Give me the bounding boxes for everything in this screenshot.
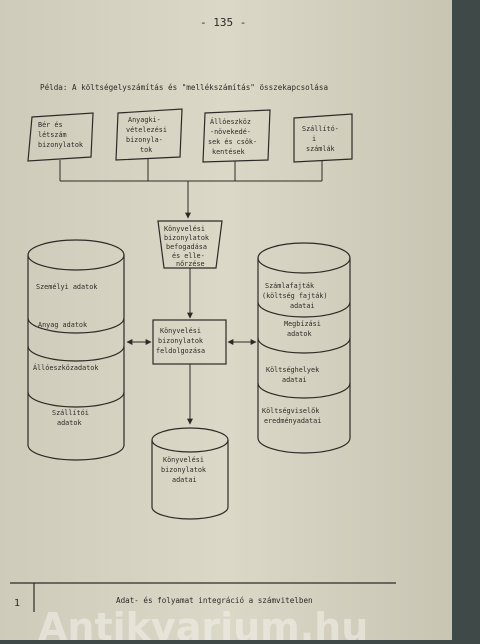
footer-text: Adat- és folyamat integráció a számvitel… bbox=[116, 596, 313, 605]
left-data-store bbox=[27, 239, 125, 461]
source-label-alloeszkoz: Állóeszköz -növekedé- sek és csök- kenté… bbox=[208, 117, 261, 156]
right-store-item-2: Megbízási adatok bbox=[284, 320, 325, 338]
watermark: Antikvarium.hu bbox=[38, 605, 368, 640]
source-label-ber: Bér és létszám bizonylatok bbox=[38, 121, 83, 149]
right-store-item-4: Költségviselők eredményadatai bbox=[262, 406, 323, 425]
output-data-store bbox=[151, 427, 229, 520]
check-step-label: Könyvelési bizonylatok befogadása és ell… bbox=[164, 225, 213, 268]
left-store-item-3: Állóeszközadatok bbox=[33, 363, 98, 372]
process-label: Könyvelési bizonylatok feldolgozása bbox=[156, 327, 207, 355]
right-store-item-1: Számlafajták (költség fajták) adatai bbox=[262, 282, 332, 310]
source-documents: Bér és létszám bizonylatok Anyagki- véte… bbox=[27, 108, 353, 163]
left-store-item-1: Személyi adatok bbox=[36, 283, 97, 291]
source-box-ber bbox=[27, 112, 94, 162]
source-label-anyag: Anyagki- vételezési bizonyla- tok bbox=[126, 116, 171, 154]
right-store-item-3: Költséghelyek adatai bbox=[266, 366, 323, 384]
left-store-item-2: Anyag adatok bbox=[38, 321, 87, 329]
background-strip bbox=[452, 0, 480, 640]
source-label-szallitoi: Szállító- i számlák bbox=[302, 125, 343, 153]
right-data-store bbox=[257, 242, 351, 454]
collector-lines bbox=[59, 159, 323, 219]
check-step-box bbox=[157, 220, 223, 269]
left-store-item-4: Szállítói adatok bbox=[52, 409, 93, 427]
footer-mark: 1 bbox=[14, 598, 20, 609]
output-store-label: Könyvelési bizonylatok adatai bbox=[161, 456, 210, 484]
source-box-anyag bbox=[115, 108, 183, 161]
page-number: - 135 - bbox=[200, 16, 246, 29]
source-box-szallitoi bbox=[293, 113, 353, 163]
source-box-alloeszkoz bbox=[202, 109, 271, 163]
diagram-title: Példa: A költségelyszámítás és "melléksz… bbox=[40, 83, 328, 92]
